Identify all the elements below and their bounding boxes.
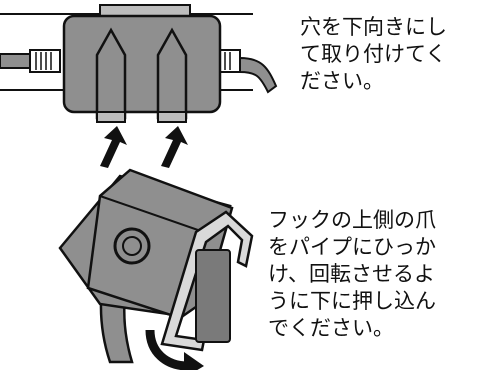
step2-line-4: うに下に押し込ん	[268, 289, 436, 313]
step2-line-5: でください。	[268, 316, 394, 340]
device-housing	[62, 4, 222, 123]
step1-instruction: 穴を下向きにし て取り付けてく ださい。	[300, 14, 447, 95]
step2-line-2: をパイプにひっか	[268, 235, 436, 259]
right-cable	[213, 49, 278, 94]
step2-line-3: け、回転させるよ	[268, 262, 435, 286]
step2-line-1: フックの上側の爪	[268, 208, 436, 232]
step1-line-2: て取り付けてく	[300, 42, 447, 66]
up-arrow-icon	[100, 126, 188, 168]
step2-instruction: フックの上側の爪 をパイプにひっか け、回転させるよ うに下に押し込ん でくださ…	[268, 207, 436, 342]
rotate-arrow-icon	[145, 329, 204, 370]
step1-line-1: 穴を下向きにし	[300, 15, 447, 39]
step1-line-3: ださい。	[300, 69, 384, 93]
hook-clip	[160, 210, 254, 352]
left-cable	[0, 49, 61, 73]
